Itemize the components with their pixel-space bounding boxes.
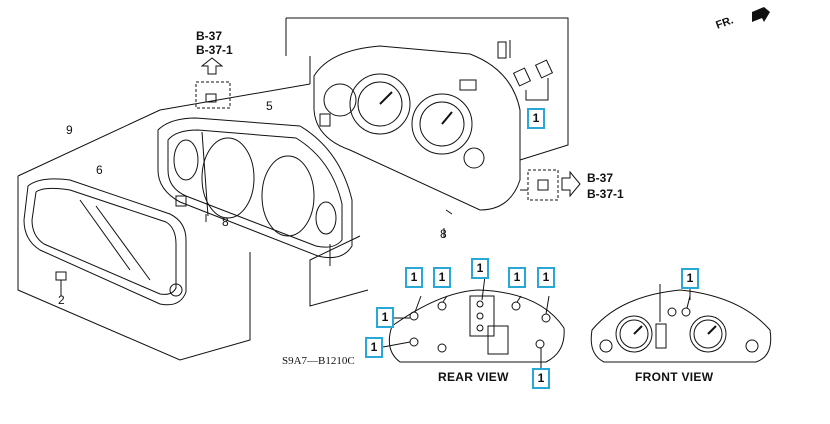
front-direction-arrow-icon [752, 7, 770, 22]
ref-top-b37-1: B-37-1 [196, 43, 233, 57]
part-number-6: 6 [96, 163, 103, 177]
callout-1-rear-c[interactable]: 1 [471, 258, 489, 279]
assembly-frame [286, 17, 569, 161]
part-number-5: 5 [266, 99, 273, 113]
callout-1-rear-e[interactable]: 1 [537, 267, 555, 288]
up-arrow-icon [200, 57, 224, 75]
ref-right-b37-1: B-37-1 [587, 187, 624, 201]
lens-outline [23, 178, 187, 306]
callout-1-rear-g[interactable]: 1 [365, 337, 383, 358]
rear-view-label: REAR VIEW [438, 370, 509, 384]
front-view-housing [590, 289, 772, 363]
callout-1-rear-h[interactable]: 1 [532, 368, 550, 389]
ref-top-b37: B-37 [196, 29, 223, 43]
gauge-assembly [313, 45, 521, 211]
ref-right-b37: B-37 [587, 171, 614, 185]
leader-line [17, 109, 161, 177]
callout-1-bulb[interactable]: 1 [527, 108, 545, 129]
callout-1-rear-d[interactable]: 1 [508, 267, 526, 288]
diagram-code: S9A7—B1210C [282, 355, 355, 367]
part-number-2: 2 [58, 293, 65, 307]
callout-1-front[interactable]: 1 [681, 268, 699, 289]
right-arrow-icon [561, 170, 581, 198]
callout-1-rear-a[interactable]: 1 [405, 267, 423, 288]
part-number-8-right: 8 [440, 227, 447, 241]
front-view-label: FRONT VIEW [635, 370, 714, 384]
callout-1-rear-b[interactable]: 1 [433, 267, 451, 288]
part-number-9: 9 [66, 123, 73, 137]
visor-outline [157, 117, 353, 259]
part-number-8-left: 8 [222, 215, 229, 229]
callout-1-rear-f[interactable]: 1 [376, 307, 394, 328]
rear-view-housing [388, 289, 565, 363]
